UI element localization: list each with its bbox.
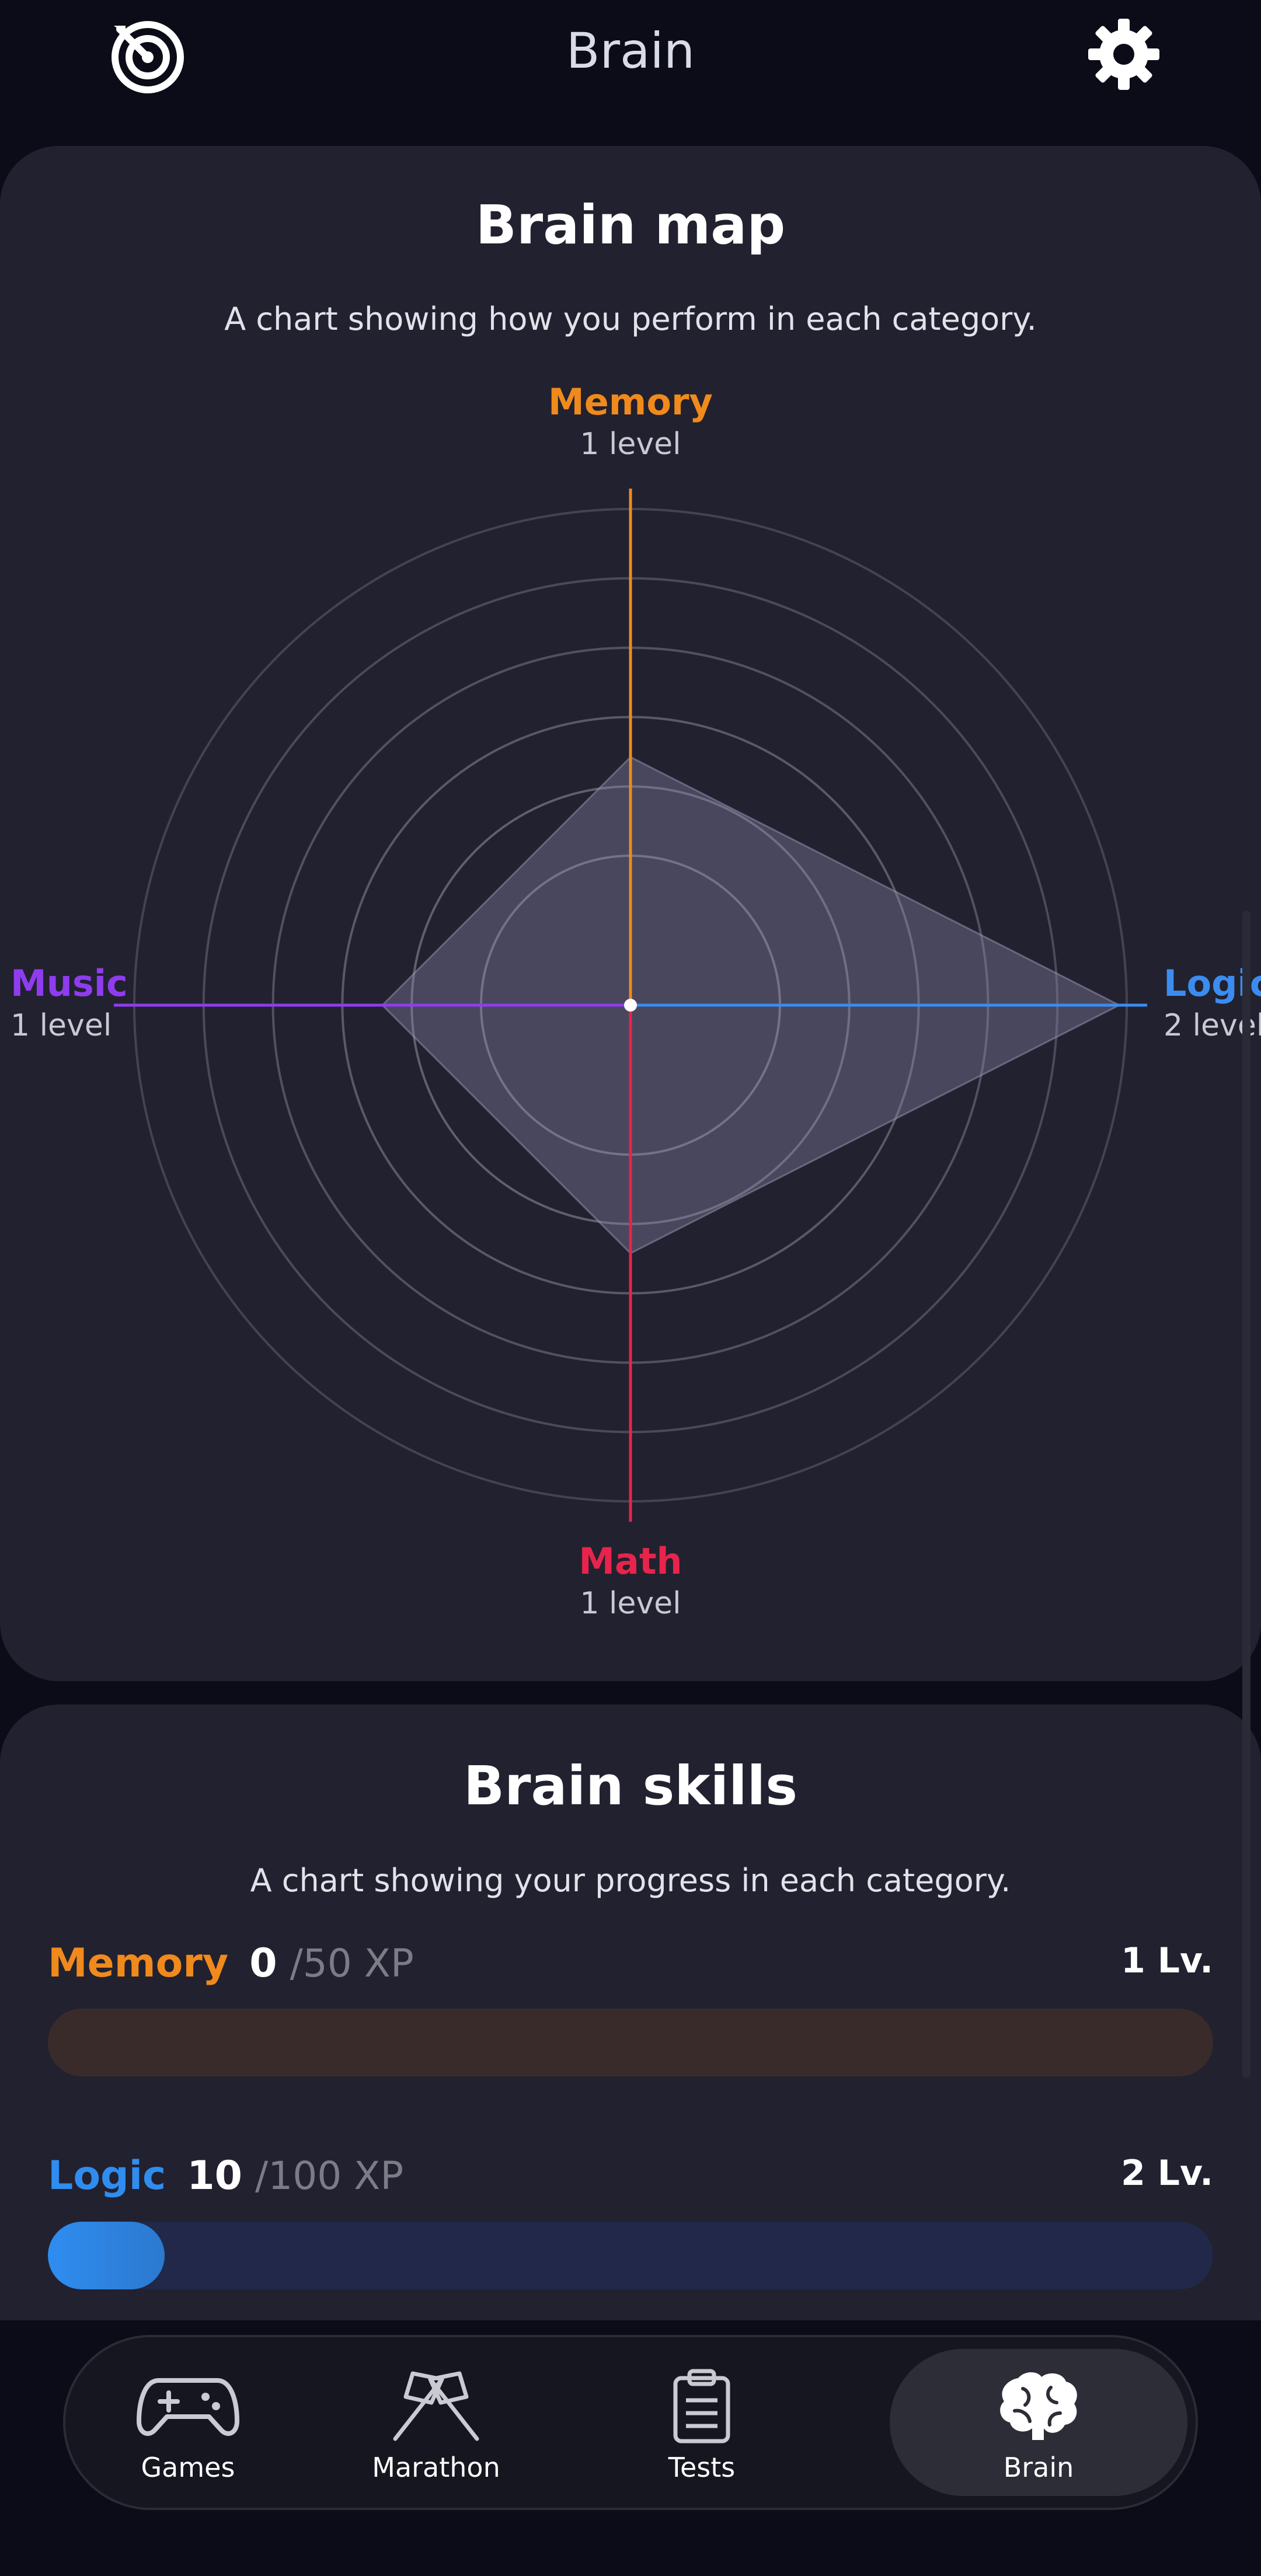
- axis-memory: Memory 1 level: [455, 381, 806, 462]
- skill-logic-name: Logic: [48, 2153, 166, 2199]
- app-header: Brain: [0, 0, 1261, 134]
- scrollbar[interactable]: [1242, 911, 1250, 2078]
- axis-music-level: 1 level: [11, 1008, 112, 1043]
- nav-item-brain[interactable]: Brain: [890, 2349, 1187, 2496]
- skill-logic-progress-fill: [48, 2222, 165, 2289]
- gear-icon[interactable]: [1086, 16, 1162, 92]
- skill-logic-current: 10: [187, 2153, 242, 2199]
- nav-label-marathon: Marathon: [372, 2452, 500, 2483]
- brain-map-title: Brain map: [475, 194, 786, 256]
- skill-memory-progress-bar: [48, 2009, 1213, 2076]
- skill-row-memory: Memory 0/50 XP 1 Lv.: [48, 1940, 1213, 1993]
- axis-math-label: Math: [579, 1540, 682, 1582]
- radar-chart: [114, 489, 1147, 1522]
- skill-memory-current: 0: [249, 1940, 277, 1986]
- nav-item-marathon[interactable]: Marathon: [311, 2337, 562, 2508]
- nav-item-games[interactable]: Games: [65, 2337, 311, 2508]
- skill-logic-level: 2 Lv.: [1121, 2153, 1213, 2194]
- radar-center-dot: [624, 999, 637, 1012]
- flags-icon: [311, 2368, 562, 2443]
- axis-memory-label: Memory: [548, 381, 713, 423]
- axis-memory-level: 1 level: [580, 427, 681, 462]
- bottom-nav: Games Marathon: [63, 2335, 1198, 2510]
- axis-math-level: 1 level: [580, 1586, 681, 1621]
- nav-item-tests[interactable]: Tests: [579, 2337, 824, 2508]
- axis-music-label: Music: [11, 962, 128, 1005]
- axis-music: Music 1 level: [11, 962, 186, 1043]
- brain-skills-subtitle: A chart showing your progress in each ca…: [250, 1862, 1011, 1899]
- page-title: Brain: [566, 22, 695, 79]
- skill-logic-max: /100 XP: [255, 2153, 404, 2198]
- gamepad-icon: [65, 2368, 311, 2443]
- skill-memory-level: 1 Lv.: [1121, 1940, 1213, 1981]
- brain-skills-title: Brain skills: [464, 1755, 797, 1817]
- skill-row-logic: Logic 10/100 XP 2 Lv.: [48, 2153, 1213, 2205]
- target-icon[interactable]: [108, 14, 190, 96]
- skill-logic-progress-bar: [48, 2222, 1213, 2289]
- nav-label-tests: Tests: [668, 2452, 736, 2483]
- clipboard-icon: [579, 2368, 824, 2443]
- axis-math: Math 1 level: [455, 1540, 806, 1621]
- brain-map-subtitle: A chart showing how you perform in each …: [224, 301, 1037, 337]
- nav-label-brain: Brain: [1003, 2452, 1074, 2483]
- skill-memory-max: /50 XP: [290, 1941, 414, 1986]
- nav-label-games: Games: [141, 2452, 235, 2483]
- skill-memory-name: Memory: [48, 1940, 229, 1986]
- brain-icon: [890, 2368, 1187, 2443]
